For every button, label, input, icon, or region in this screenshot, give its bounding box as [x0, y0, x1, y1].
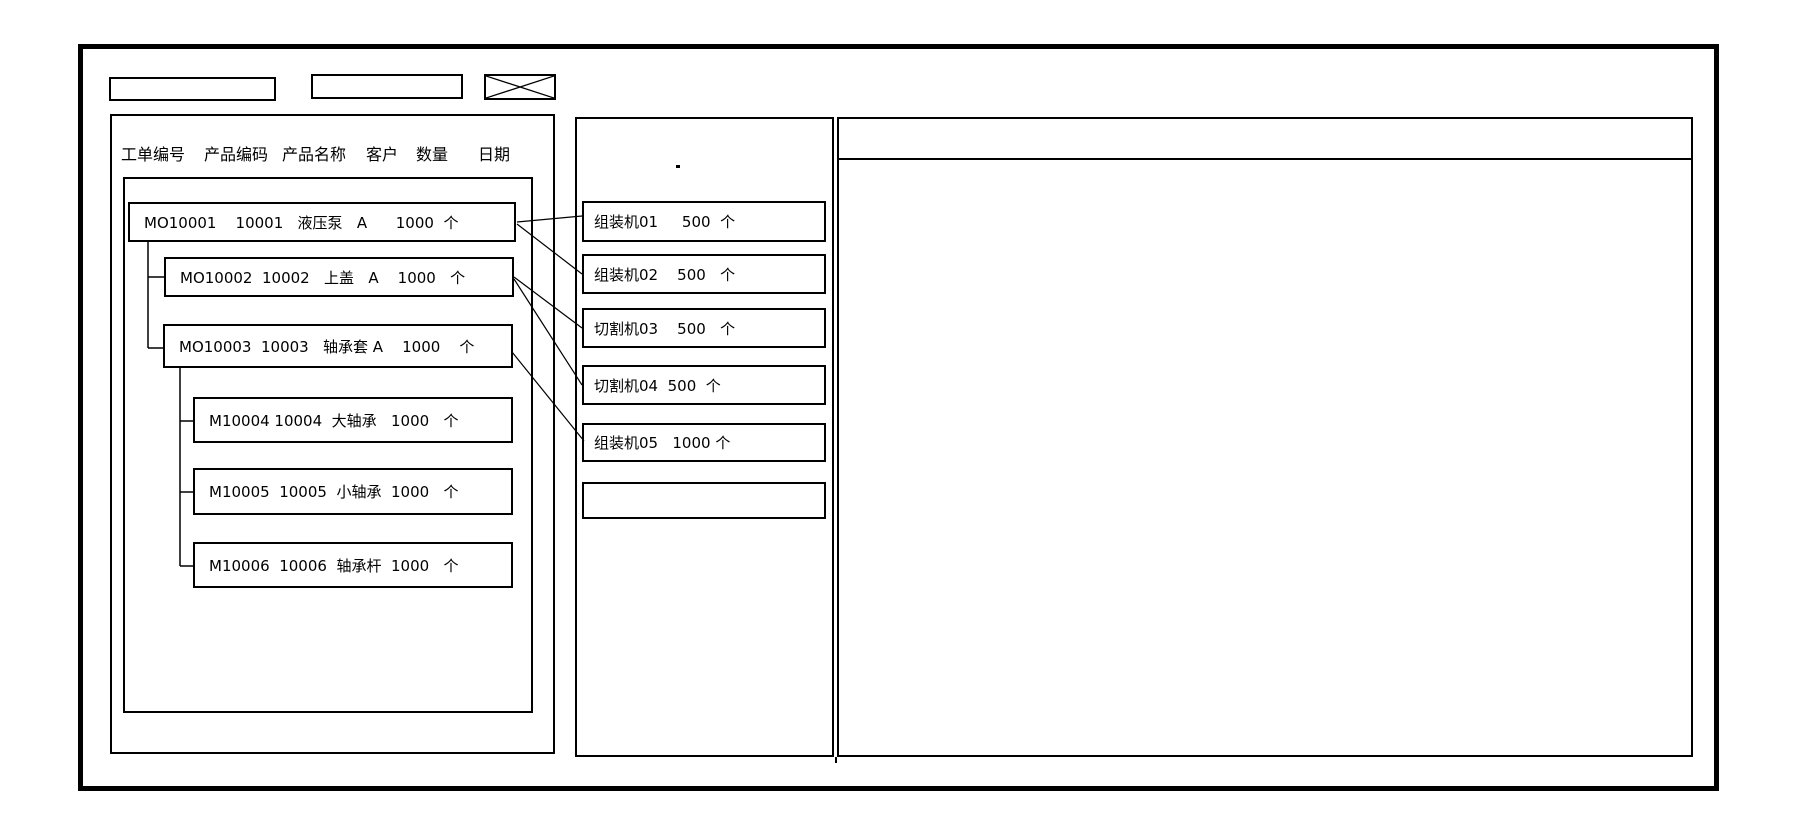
- machine-item-05[interactable]: 组装机05 1000 个: [582, 423, 826, 462]
- column-header-product-name: 产品名称: [282, 145, 347, 164]
- window-frame: [78, 44, 1719, 791]
- detail-panel-header-row: [839, 119, 1691, 160]
- column-header-quantity: 数量: [416, 145, 449, 164]
- machine-item-empty[interactable]: [582, 482, 826, 519]
- machine-item-04[interactable]: 切割机04 500 个: [582, 365, 826, 405]
- order-node-M10005[interactable]: M10005 10005 小轴承 1000 个: [193, 468, 513, 515]
- image-placeholder: [484, 74, 556, 100]
- image-placeholder-icon: [486, 76, 554, 98]
- machine-item-02[interactable]: 组装机02 500 个: [582, 254, 826, 294]
- dot-mark: [676, 165, 680, 168]
- machine-item-01[interactable]: 组装机01 500 个: [582, 201, 826, 242]
- order-node-MO10002[interactable]: MO10002 10002 上盖 A 1000 个: [164, 257, 514, 297]
- order-node-MO10001[interactable]: MO10001 10001 液压泵 A 1000 个: [128, 202, 516, 242]
- column-header-customer: 客户: [366, 145, 399, 164]
- toolbar-input-2[interactable]: [311, 74, 463, 99]
- machine-item-03[interactable]: 切割机03 500 个: [582, 308, 826, 348]
- column-header-product-code: 产品编码: [204, 145, 269, 164]
- column-header-date: 日期: [478, 145, 511, 164]
- order-node-MO10003[interactable]: MO10003 10003 轴承套 A 1000 个: [163, 324, 513, 368]
- order-node-M10006[interactable]: M10006 10006 轴承杆 1000 个: [193, 542, 513, 588]
- toolbar-input-1[interactable]: [109, 77, 276, 101]
- column-header-order-no: 工单编号: [121, 145, 186, 164]
- order-tree-container: [123, 177, 533, 713]
- panel-divider-extension: [835, 757, 837, 763]
- detail-panel: [837, 117, 1693, 757]
- order-node-M10004[interactable]: M10004 10004 大轴承 1000 个: [193, 397, 513, 443]
